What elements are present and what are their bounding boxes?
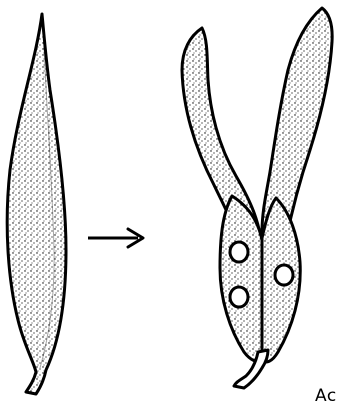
partial-caption: Ac (315, 386, 337, 406)
seed-upper-left (230, 242, 248, 262)
seed-right (275, 265, 293, 285)
closed-pod-outline (7, 14, 66, 394)
seed-lower-left (230, 287, 248, 307)
lower-left-valve (220, 196, 262, 362)
transition-arrow (88, 229, 143, 247)
dehisced-pod (182, 8, 332, 388)
closed-pod (7, 14, 66, 394)
